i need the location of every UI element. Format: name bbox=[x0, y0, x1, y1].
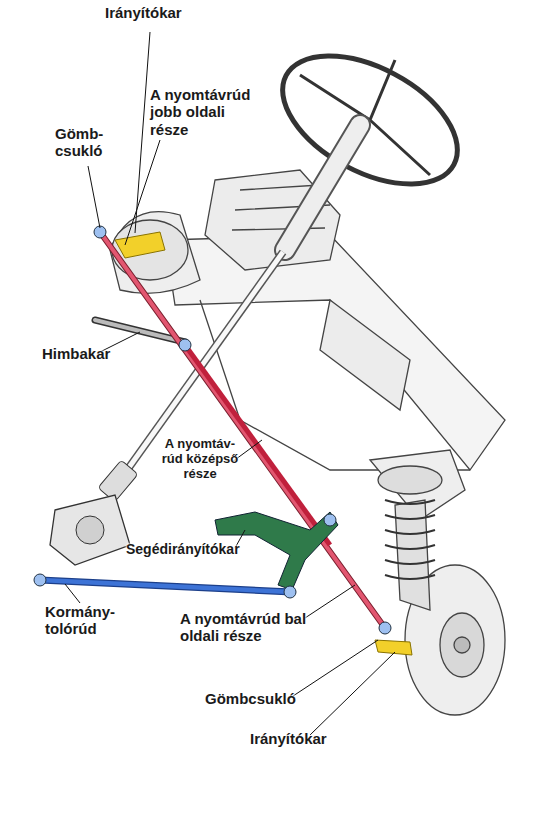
frame-line bbox=[200, 300, 470, 470]
ball-joint bbox=[179, 339, 191, 351]
leader-line bbox=[290, 640, 378, 698]
part-label: Gömb- csukló bbox=[55, 125, 107, 160]
chassis-frame bbox=[110, 170, 505, 715]
leader-line bbox=[65, 584, 80, 603]
part-label: Himbakar bbox=[42, 345, 142, 362]
right-brake-disc bbox=[112, 220, 188, 280]
right-knuckle bbox=[110, 212, 200, 294]
coil-spring bbox=[385, 500, 435, 579]
leader-line bbox=[88, 166, 100, 228]
ball-joint bbox=[379, 622, 391, 634]
column-tube-outline bbox=[285, 125, 360, 250]
leader-line bbox=[135, 32, 150, 233]
tie-rod-outline bbox=[100, 232, 385, 628]
tie-rod bbox=[100, 232, 385, 628]
spring-seat bbox=[378, 466, 442, 494]
steering-column bbox=[50, 29, 478, 565]
part-label: A nyomtávrúd bal oldali része bbox=[180, 610, 330, 645]
leader-line bbox=[305, 585, 355, 618]
ball-joint bbox=[34, 574, 46, 586]
ball-joints bbox=[34, 226, 391, 634]
part-label: A nyomtávrúd jobb oldali része bbox=[150, 86, 260, 138]
crossmember bbox=[320, 300, 410, 410]
hub-nut bbox=[454, 637, 470, 653]
part-label: Segédirányítókar bbox=[126, 541, 276, 557]
part-label: A nyomtáv- rúd középső része bbox=[160, 437, 240, 482]
steering-linkage bbox=[34, 226, 412, 655]
leader-line bbox=[310, 652, 395, 735]
part-label: Gömbcsukló bbox=[205, 690, 315, 707]
steering-wheel bbox=[262, 29, 479, 210]
steering-arm-right bbox=[115, 232, 165, 258]
drag-link-outline bbox=[40, 580, 292, 592]
drag-link bbox=[40, 580, 292, 592]
leader-line bbox=[125, 140, 160, 245]
steering-arm-left bbox=[375, 640, 412, 655]
leader-lines bbox=[65, 32, 395, 735]
universal-joint bbox=[98, 460, 138, 502]
wheel-hub bbox=[440, 613, 484, 677]
column-tube bbox=[285, 125, 360, 250]
ball-joint bbox=[284, 586, 296, 598]
steering-gearbox bbox=[50, 495, 130, 565]
part-label: Kormány- tolórúd bbox=[45, 603, 125, 638]
gearbox-cover bbox=[76, 516, 104, 544]
ball-joint bbox=[324, 514, 336, 526]
part-label: Irányítókar bbox=[105, 4, 225, 21]
part-label: Irányítókar bbox=[250, 730, 360, 747]
